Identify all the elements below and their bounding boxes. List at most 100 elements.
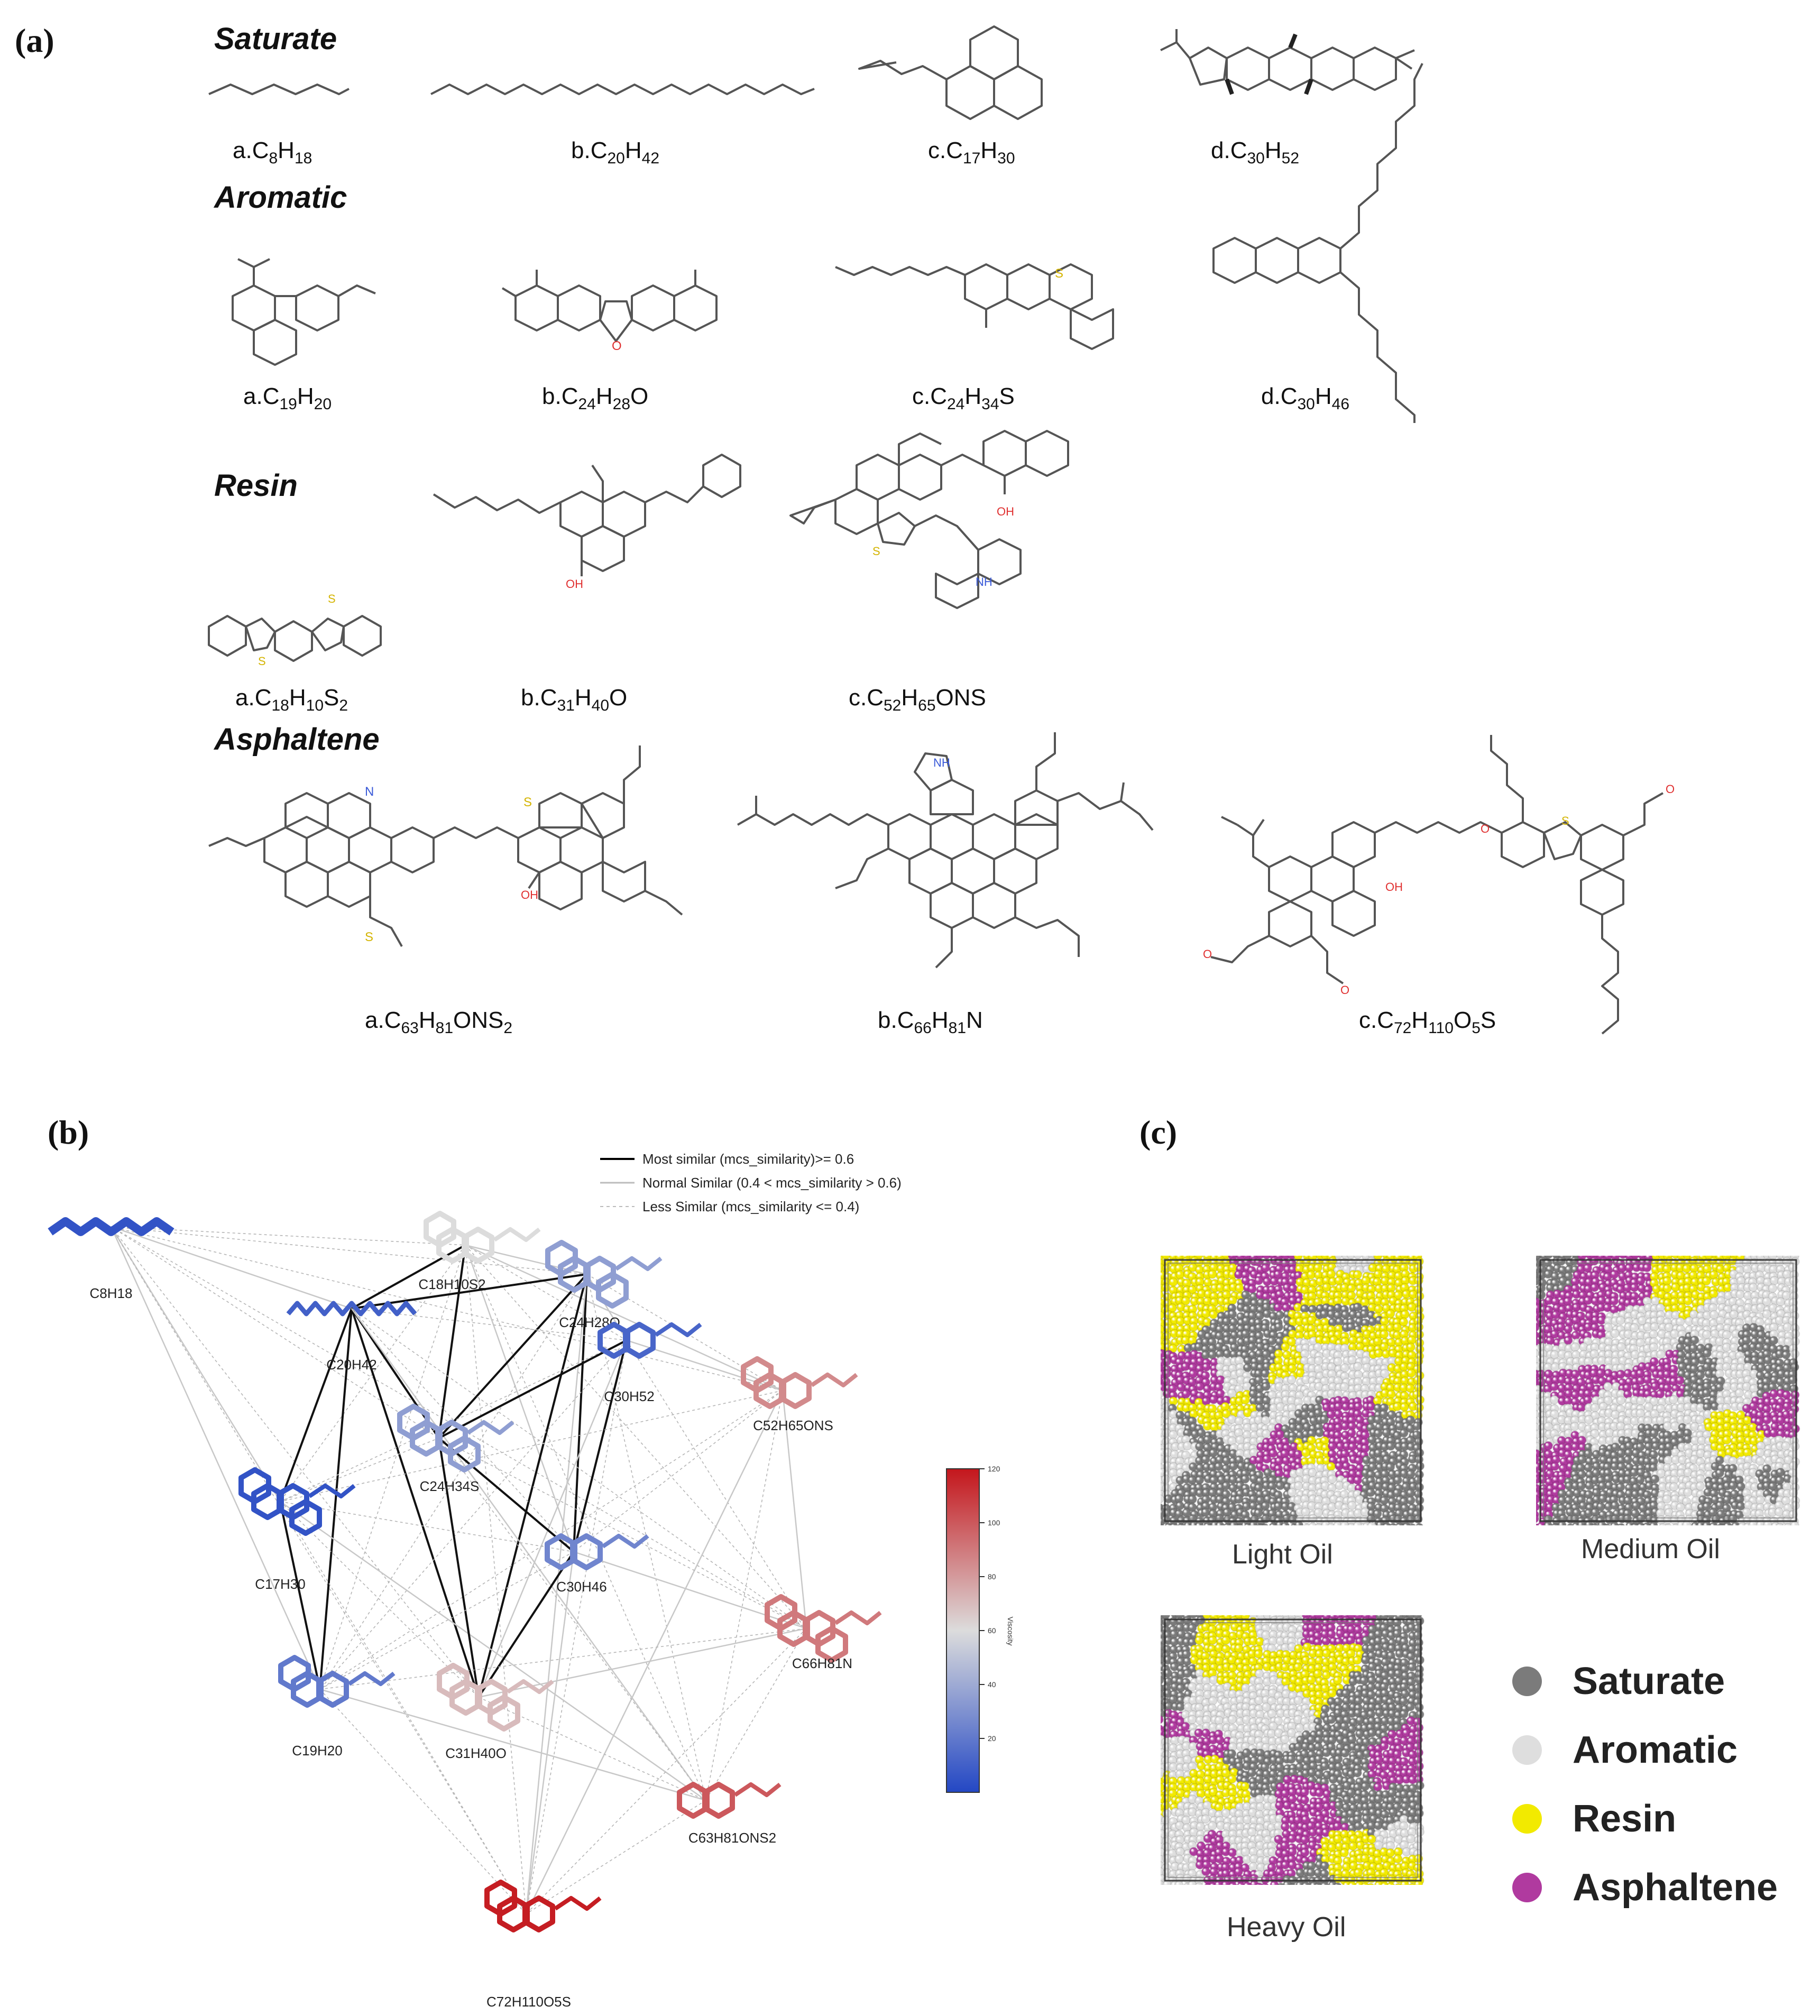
- legend-label-asphaltene: Asphaltene: [1573, 1866, 1778, 1909]
- edge-C18H10S2-C72H110O5S: [465, 1245, 527, 1914]
- edge-C30H52-C30H46: [573, 1340, 628, 1552]
- edge-C52H65ONS-C17H30: [280, 1390, 783, 1502]
- node-label-C20H42: C20H42: [326, 1357, 376, 1373]
- edge-C24H28O-C30H52: [586, 1274, 628, 1341]
- resin-swatch-icon: [1512, 1804, 1542, 1834]
- edge-C19H20-C63H81ONS2: [319, 1688, 706, 1801]
- formula-resin-a: a.C18H10S2: [235, 685, 348, 714]
- network-edges: [110, 1226, 807, 1914]
- atom-s2-asphaltene-a: S: [523, 795, 532, 809]
- oil-label-light: Light Oil: [1232, 1539, 1333, 1570]
- edge-C17H30-C24H34S: [280, 1438, 439, 1502]
- atom-o2-asphaltene-c: O: [1203, 947, 1212, 961]
- node-label-C17H30: C17H30: [255, 1576, 305, 1592]
- structure-saturate-b: [430, 84, 815, 95]
- simulation-box-medium-oil: [1536, 1256, 1800, 1525]
- legend-text-less: Less Similar (mcs_similarity <= 0.4): [642, 1199, 859, 1214]
- colorbar-tick-label-40: 40: [988, 1680, 996, 1689]
- edge-C52H65ONS-C19H20: [319, 1390, 783, 1690]
- network-legend: Most similar (mcs_similarity)>= 0.6 Norm…: [600, 1151, 902, 1214]
- formula-asphaltene-c: c.C72H110O5S: [1359, 1007, 1496, 1037]
- structure-asphaltene-c: [1210, 735, 1663, 1035]
- edge-C20H42-C66H81N: [351, 1308, 807, 1629]
- edge-C63H81ONS2-C72H110O5S: [526, 1800, 706, 1914]
- atom-s1-asphaltene-a: S: [365, 930, 373, 944]
- formula-aromatic-a: a.C19H20: [243, 383, 332, 413]
- formula-aromatic-b: b.C24H28O: [542, 383, 649, 413]
- formula-asphaltene-a: a.C63H81ONS2: [365, 1007, 513, 1037]
- formula-aromatic-d: d.C30H46: [1261, 383, 1350, 413]
- simulation-box-heavy-oil: [1161, 1615, 1425, 1885]
- formula-aromatic-c: c.C24H34S: [912, 383, 1015, 413]
- edge-C18H10S2-C63H81ONS2: [465, 1245, 706, 1801]
- edge-C24H28O-C30H46: [573, 1274, 588, 1552]
- legend-label-resin: Resin: [1573, 1798, 1677, 1840]
- edge-C30H46-C19H20: [319, 1551, 574, 1690]
- formula-saturate-a: a.C8H18: [233, 137, 312, 167]
- edge-C17H30-C63H81ONS2: [280, 1501, 706, 1801]
- structure-asphaltene-b: [737, 732, 1154, 969]
- edge-C8H18-C24H28O: [111, 1226, 587, 1275]
- edge-C66H81N-C63H81ONS2: [705, 1628, 807, 1801]
- panel-c-label: (c): [1139, 1113, 1178, 1151]
- colorbar-title: Viscosity: [1006, 1617, 1015, 1646]
- atom-oh-asphaltene-a: OH: [521, 888, 538, 901]
- edge-C24H28O-C31H40O: [477, 1274, 588, 1698]
- structure-drawings: O S S S OH: [208, 25, 1675, 1035]
- node-C18H10S2: [424, 1211, 541, 1264]
- edge-C18H10S2-C19H20: [319, 1245, 466, 1690]
- edge-C24H28O-C19H20: [319, 1274, 587, 1690]
- atom-o3-asphaltene-c: O: [1340, 983, 1349, 997]
- edge-C30H52-C72H110O5S: [526, 1340, 627, 1914]
- edge-C18H10S2-C30H52: [465, 1245, 627, 1341]
- node-label-C72H110O5S: C72H110O5S: [486, 1994, 571, 2010]
- node-C66H81N: [765, 1594, 882, 1663]
- edge-C20H42-C30H52: [351, 1308, 627, 1341]
- node-label-C63H81ONS2: C63H81ONS2: [688, 1830, 776, 1846]
- structure-saturate-a: [208, 84, 350, 95]
- edge-C24H28O-C24H34S: [438, 1273, 588, 1439]
- atom-o1-asphaltene-c: O: [1481, 822, 1490, 835]
- formula-resin-b: b.C31H40O: [521, 685, 628, 714]
- edge-C18H10S2-C52H65ONS: [465, 1244, 783, 1392]
- colorbar-tick-label-100: 100: [988, 1518, 1000, 1527]
- colorbar-tick-label-80: 80: [988, 1572, 996, 1581]
- node-label-C8H18: C8H18: [90, 1285, 133, 1301]
- node-label-C30H46: C30H46: [556, 1579, 606, 1595]
- simulation-box-light-oil: [1161, 1256, 1425, 1525]
- panel-b-label: (b): [48, 1113, 89, 1151]
- edge-C66H81N-C31H40O: [478, 1627, 807, 1698]
- edge-C30H52-C17H30: [280, 1340, 627, 1502]
- edge-C24H28O-C72H110O5S: [525, 1274, 588, 1914]
- edge-C24H34S-C30H46: [438, 1437, 575, 1553]
- asphaltene-swatch-icon: [1512, 1873, 1542, 1902]
- atom-s1-resin-a: S: [258, 655, 266, 668]
- edge-C8H18-C24H34S: [111, 1226, 439, 1439]
- atom-s-aromatic-c: S: [1055, 266, 1063, 281]
- node-C30H52: [598, 1322, 702, 1359]
- legend-label-aromatic: Aromatic: [1573, 1729, 1738, 1771]
- structure-saturate-d: [1160, 29, 1415, 95]
- edge-C20H42-C30H46: [351, 1308, 574, 1552]
- component-legend: Saturate Aromatic Resin Asphaltene: [1512, 1647, 1778, 1922]
- edge-C30H46-C66H81N: [573, 1551, 807, 1630]
- structure-resin-a: [208, 615, 382, 662]
- category-saturate: Saturate: [214, 22, 337, 56]
- colorbar-tick-label-20: 20: [988, 1734, 996, 1743]
- structure-aromatic-c: [835, 263, 1114, 350]
- edge-C19H20-C72H110O5S: [319, 1689, 527, 1914]
- atom-nh-resin-c: NH: [976, 575, 992, 588]
- atom-nh-asphaltene-b: NH: [933, 756, 950, 769]
- edge-C18H10S2-C66H81N: [465, 1245, 807, 1629]
- category-aromatic: Aromatic: [214, 180, 347, 215]
- oil-label-medium: Medium Oil: [1581, 1534, 1720, 1564]
- edge-C30H52-C52H65ONS: [626, 1339, 783, 1392]
- node-label-C66H81N: C66H81N: [792, 1655, 852, 1671]
- node-label-C18H10S2: C18H10S2: [418, 1276, 485, 1292]
- node-label-C19H20: C19H20: [292, 1743, 342, 1759]
- formula-saturate-d: d.C30H52: [1211, 137, 1300, 167]
- node-C72H110O5S: [484, 1880, 602, 1932]
- edge-C30H52-C24H34S: [438, 1339, 627, 1439]
- node-C31H40O: [437, 1663, 554, 1732]
